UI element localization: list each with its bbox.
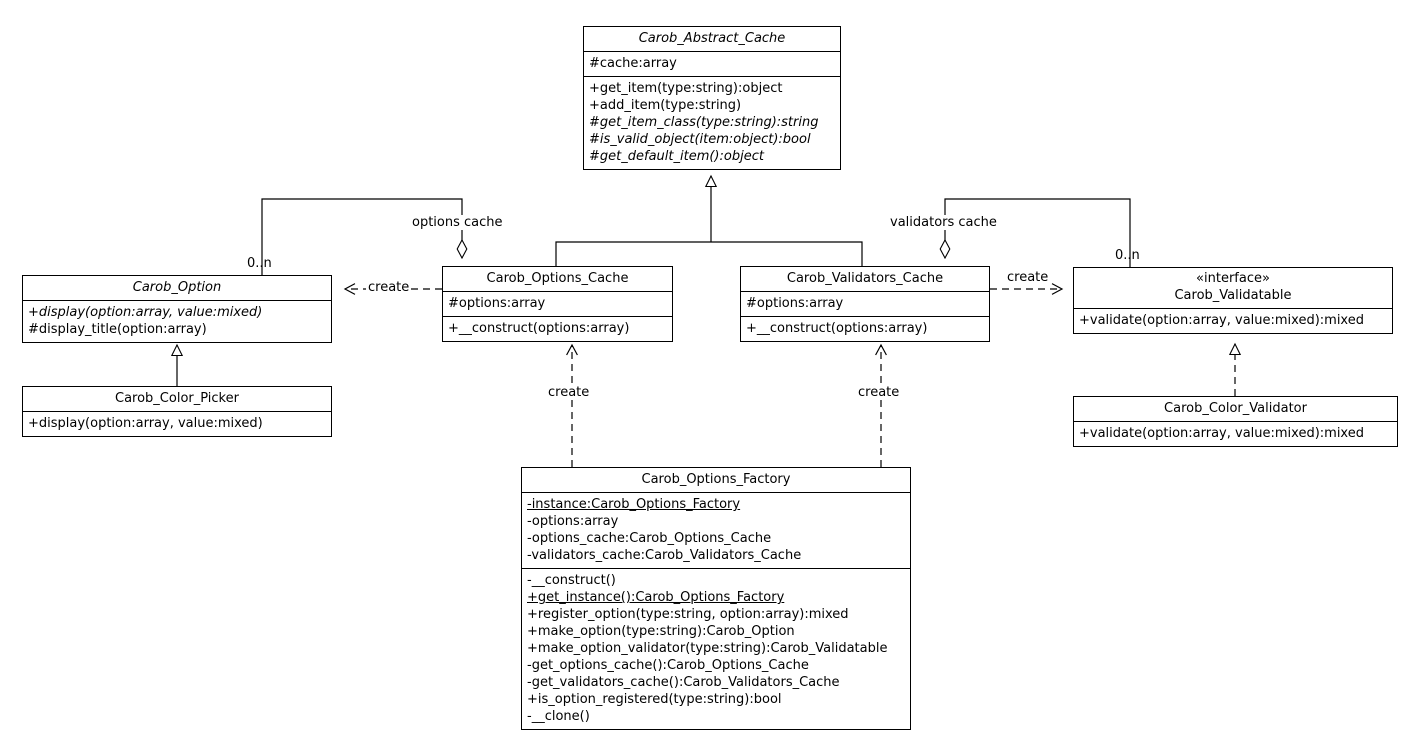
- methods-compartment: +display(option:array, value:mixed) #dis…: [23, 300, 331, 342]
- attributes-compartment: #cache:array: [584, 51, 840, 76]
- methods-compartment: +__construct(options:array): [741, 316, 989, 341]
- multiplicity-label-option: 0..n: [247, 256, 272, 271]
- edge-label-validators-cache: validators cache: [888, 215, 999, 230]
- method-item: #is_valid_object(item:object):bool: [589, 132, 811, 147]
- edge-generalization-caches-to-abstract-cache: [555, 176, 863, 266]
- method-item: +add_item(type:string): [589, 98, 742, 113]
- method-item: #get_item_class(type:string):string: [589, 115, 819, 130]
- method-item: +display(option:array, value:mixed): [28, 416, 263, 431]
- class-name-text: Carob_Validators_Cache: [786, 271, 944, 286]
- class-title-carob-abstract-cache: Carob_Abstract_Cache: [584, 27, 840, 51]
- multiplicity-label-validatable: 0..n: [1115, 248, 1140, 263]
- method-item: -get_validators_cache():Carob_Validators…: [527, 675, 840, 690]
- methods-compartment: -__construct() +get_instance():Carob_Opt…: [522, 568, 910, 729]
- method-item: #get_default_item():object: [589, 149, 764, 164]
- class-name-text: Carob_Options_Cache: [486, 271, 629, 286]
- attribute-item: -instance:Carob_Options_Factory: [527, 497, 741, 512]
- class-title-carob-options-factory: Carob_Options_Factory: [522, 468, 910, 492]
- class-title-carob-validators-cache: Carob_Validators_Cache: [741, 267, 989, 291]
- class-name-text: Carob_Color_Picker: [115, 391, 239, 406]
- class-box-carob-options-cache[interactable]: Carob_Options_Cache #options:array +__co…: [442, 266, 673, 342]
- method-item: +make_option(type:string):Carob_Option: [527, 624, 795, 639]
- method-item: +__construct(options:array): [448, 321, 630, 336]
- edge-label-create-validators-cache-to-validatable: create: [1005, 270, 1051, 285]
- edge-label-create-options-cache-to-option: create: [366, 280, 412, 295]
- class-box-carob-color-picker[interactable]: Carob_Color_Picker +display(option:array…: [22, 386, 332, 437]
- method-item: +__construct(options:array): [746, 321, 928, 336]
- attribute-item: #cache:array: [589, 56, 677, 71]
- class-title-carob-options-cache: Carob_Options_Cache: [443, 267, 672, 291]
- method-item: -__construct(): [527, 573, 616, 588]
- method-item: +validate(option:array, value:mixed):mix…: [1079, 313, 1364, 328]
- attribute-item: -validators_cache:Carob_Validators_Cache: [527, 548, 802, 563]
- class-box-carob-abstract-cache[interactable]: Carob_Abstract_Cache #cache:array +get_i…: [583, 26, 841, 170]
- class-box-carob-color-validator[interactable]: Carob_Color_Validator +validate(option:a…: [1073, 396, 1398, 447]
- method-item: -__clone(): [527, 709, 590, 724]
- method-item: +is_option_registered(type:string):bool: [527, 692, 782, 707]
- class-name-text: Carob_Option: [132, 280, 222, 295]
- stereotype-label: «interface»: [1196, 271, 1270, 286]
- methods-compartment: +validate(option:array, value:mixed):mix…: [1074, 308, 1392, 333]
- methods-compartment: +display(option:array, value:mixed): [23, 411, 331, 436]
- class-name-text: Carob_Options_Factory: [641, 472, 791, 487]
- methods-compartment: +get_item(type:string):object +add_item(…: [584, 76, 840, 169]
- attribute-item: #options:array: [448, 296, 546, 311]
- edge-aggregation-validators-cache-to-validatable: [945, 198, 1131, 267]
- edge-label-options-cache: options cache: [410, 215, 505, 230]
- method-item: -get_options_cache():Carob_Options_Cache: [527, 658, 809, 673]
- method-item: +display(option:array, value:mixed): [28, 305, 263, 320]
- attribute-item: -options_cache:Carob_Options_Cache: [527, 531, 772, 546]
- edge-label-create-factory-to-options-cache: create: [546, 385, 592, 400]
- edge-aggregation-options-cache-to-option: [261, 198, 462, 275]
- method-item: +register_option(type:string, option:arr…: [527, 607, 849, 622]
- methods-compartment: +validate(option:array, value:mixed):mix…: [1074, 421, 1397, 446]
- class-title-carob-color-validator: Carob_Color_Validator: [1074, 397, 1397, 421]
- attribute-item: -options:array: [527, 514, 619, 529]
- method-item: +get_item(type:string):object: [589, 81, 783, 96]
- class-name-text: Carob_Color_Validator: [1164, 401, 1307, 416]
- attributes-compartment: -instance:Carob_Options_Factory -options…: [522, 492, 910, 568]
- attributes-compartment: #options:array: [741, 291, 989, 316]
- edge-label-create-factory-to-validators-cache: create: [856, 385, 902, 400]
- method-item: #display_title(option:array): [28, 322, 207, 337]
- class-title-carob-color-picker: Carob_Color_Picker: [23, 387, 331, 411]
- class-title-carob-option: Carob_Option: [23, 276, 331, 300]
- class-box-carob-validators-cache[interactable]: Carob_Validators_Cache #options:array +_…: [740, 266, 990, 342]
- class-box-carob-validatable[interactable]: «interface» Carob_Validatable +validate(…: [1073, 267, 1393, 334]
- method-item: +get_instance():Carob_Options_Factory: [527, 590, 785, 605]
- class-box-carob-option[interactable]: Carob_Option +display(option:array, valu…: [22, 275, 332, 343]
- method-item: +validate(option:array, value:mixed):mix…: [1079, 426, 1364, 441]
- attributes-compartment: #options:array: [443, 291, 672, 316]
- class-name-text: Carob_Abstract_Cache: [638, 31, 786, 46]
- class-name-text: Carob_Validatable: [1174, 288, 1292, 303]
- class-box-carob-options-factory[interactable]: Carob_Options_Factory -instance:Carob_Op…: [521, 467, 911, 730]
- attribute-item: #options:array: [746, 296, 844, 311]
- class-title-carob-validatable: «interface» Carob_Validatable: [1074, 268, 1392, 308]
- method-item: +make_option_validator(type:string):Caro…: [527, 641, 888, 656]
- methods-compartment: +__construct(options:array): [443, 316, 672, 341]
